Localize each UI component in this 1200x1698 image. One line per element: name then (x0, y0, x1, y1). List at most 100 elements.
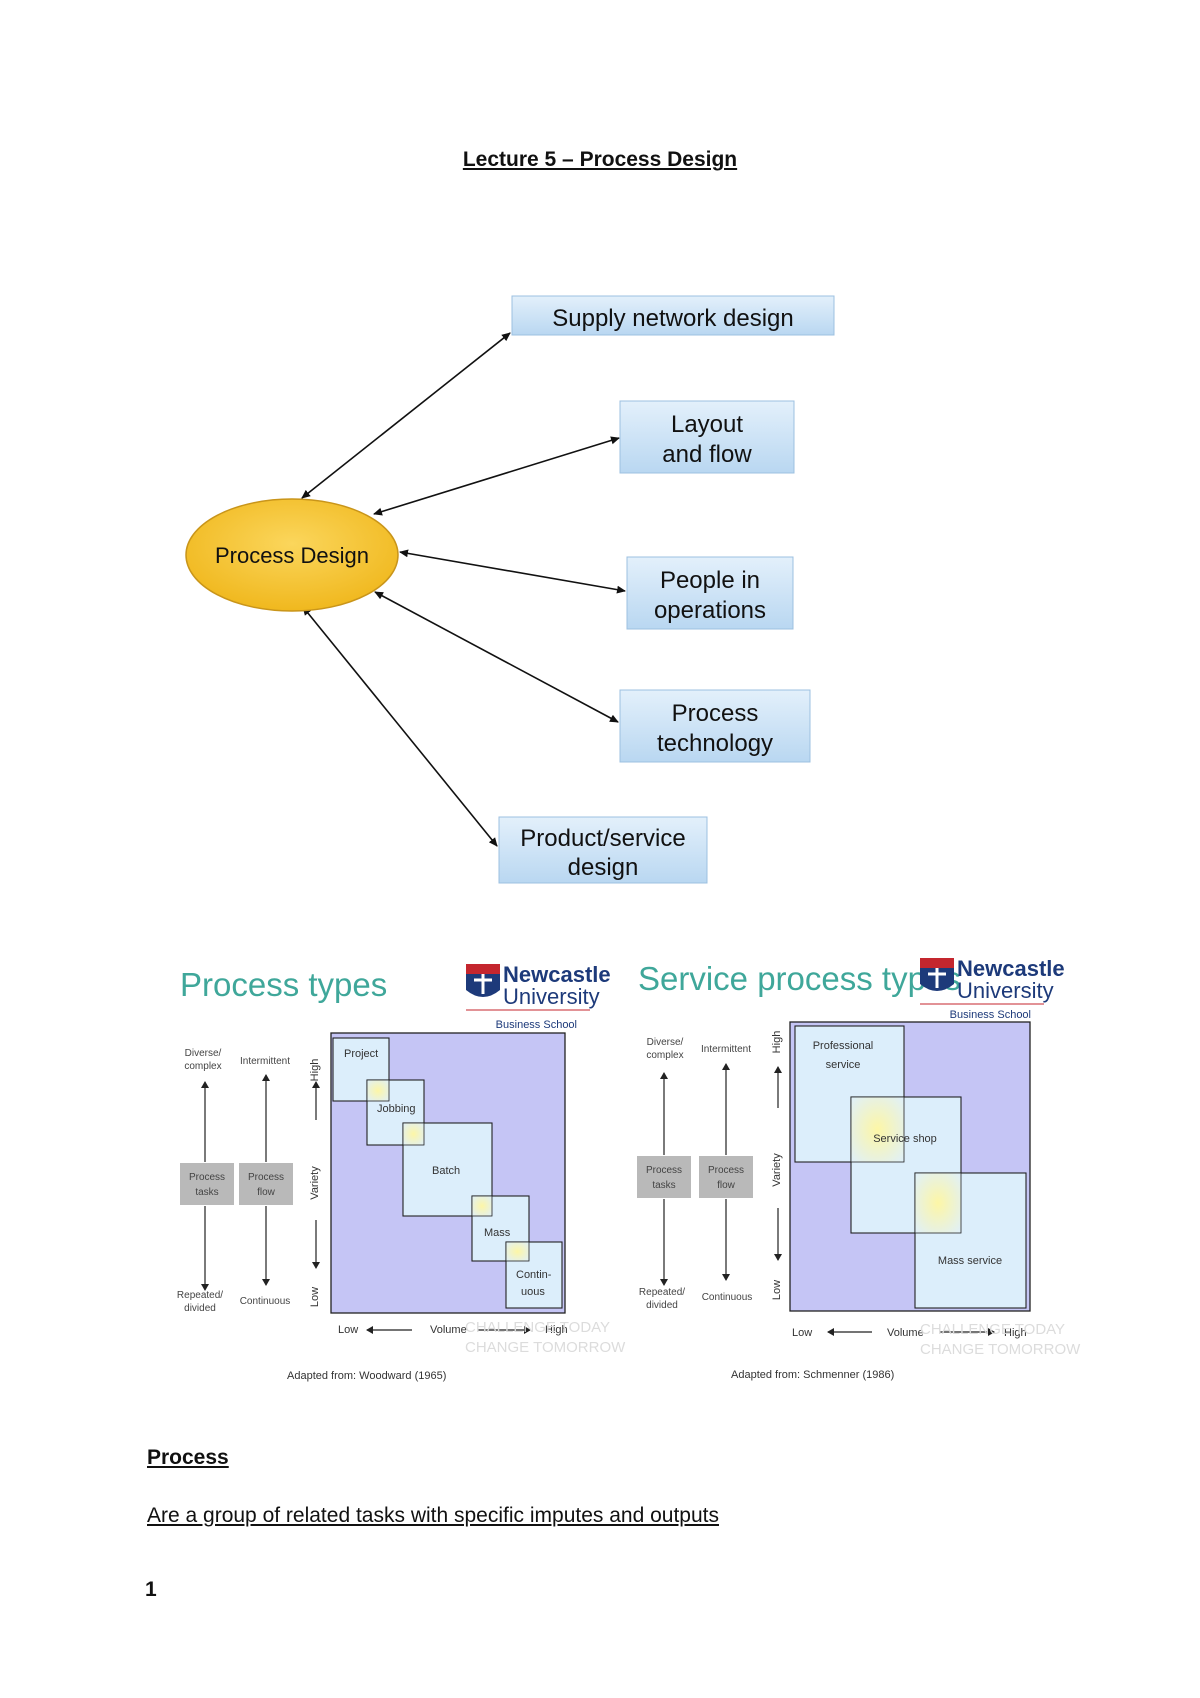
box-label-b: tasks (195, 1187, 218, 1198)
node-label-line1: Layout (671, 411, 743, 438)
label-uous: uous (521, 1286, 545, 1298)
slide-title: Process types (180, 966, 387, 1003)
slide-title: Service process types (638, 960, 961, 997)
label-divided: divided (646, 1300, 678, 1311)
process-design-ellipse (185, 498, 399, 612)
newcastle-logo: Newcastle University Business School (920, 956, 1065, 1021)
label-project: Project (344, 1048, 378, 1060)
slide-service-process-types: Service process types Newcastle Universi… (637, 956, 1081, 1381)
label-repeated: Repeated/ (177, 1290, 223, 1301)
axis-low: Low (771, 1280, 783, 1300)
watermark: CHALLENGE TODAY CHANGE TOMORROW (465, 1319, 626, 1356)
center-label: Process Design (215, 543, 369, 568)
box-label-b: flow (257, 1187, 276, 1198)
node-label: Supply network design (552, 305, 793, 332)
section-heading: Process (147, 1446, 229, 1469)
node-process-technology: Process technology (619, 689, 811, 763)
label-mass-service: Mass service (938, 1255, 1002, 1267)
label-complex: complex (646, 1050, 683, 1061)
box-label-a: Process (189, 1172, 225, 1183)
axis-low: Low (309, 1287, 321, 1307)
watermark: CHALLENGE TODAY CHANGE TOMORROW (920, 1321, 1081, 1358)
arrow-people (399, 549, 626, 594)
label-repeated: Repeated/ (639, 1287, 685, 1298)
axis-high: High (771, 1031, 783, 1054)
connector-arrows (301, 332, 626, 847)
logo-line3: Business School (496, 1019, 577, 1031)
node-layout-flow: Layout and flow (619, 400, 795, 474)
label-mass: Mass (484, 1227, 511, 1239)
newcastle-logo: Newcastle University Business School (466, 962, 611, 1031)
logo-line3: Business School (950, 1009, 1031, 1021)
label-divided: divided (184, 1303, 216, 1314)
node-label-line1: People in (660, 567, 760, 594)
node-label-line2: technology (657, 730, 773, 757)
arrow-supply (301, 332, 511, 499)
arrow-product (302, 606, 498, 847)
axis-x-low: Low (338, 1324, 358, 1336)
node-label-line2: design (568, 854, 639, 881)
process-flow-column: Intermittent Process flow Continuous (699, 1044, 753, 1303)
node-product-service: Product/service design (498, 816, 708, 884)
definition-text: Are a group of related tasks with specif… (147, 1504, 719, 1527)
watermark-line2: CHANGE TOMORROW (920, 1341, 1081, 1358)
node-label-line1: Product/service (520, 825, 685, 852)
process-tasks-column: Diverse/ complex Process tasks Repeated/… (637, 1037, 691, 1311)
axis-x-low: Low (792, 1327, 812, 1339)
axis-x-volume: Volume (887, 1327, 924, 1339)
watermark-line2: CHANGE TOMORROW (465, 1339, 626, 1356)
label-diverse: Diverse/ (647, 1037, 684, 1048)
node-supply-network: Supply network design (511, 295, 835, 336)
source-caption: Adapted from: Woodward (1965) (287, 1370, 446, 1382)
variety-axis: High Variety Low (771, 1031, 783, 1300)
label-intermittent: Intermittent (701, 1044, 751, 1055)
label-intermittent: Intermittent (240, 1056, 290, 1067)
box-label-a: Process (646, 1165, 682, 1176)
process-type-slides: Process types Newcastle University Busin… (177, 956, 1081, 1382)
node-people-operations: People in operations (626, 556, 794, 630)
axis-x-high: High (1004, 1327, 1027, 1339)
label-service: service (826, 1059, 861, 1071)
node-label-line1: Process (672, 700, 759, 727)
box-label-a: Process (248, 1172, 284, 1183)
label-professional: Professional (813, 1040, 874, 1052)
box-labels: Professional service Service shop Mass s… (813, 1040, 1002, 1267)
box-label-b: flow (717, 1180, 736, 1191)
axis-x-high: High (545, 1324, 568, 1336)
axis-variety: Variety (309, 1166, 321, 1200)
box-label-b: tasks (652, 1180, 675, 1191)
label-continuous: Continuous (702, 1292, 753, 1303)
logo-line1: Newcastle (503, 962, 611, 987)
process-flow-column: Intermittent Process flow Continuous (239, 1056, 293, 1307)
logo-line2: University (503, 984, 600, 1009)
process-design-diagram: Process Design Supply network design Lay… (185, 295, 835, 884)
label-batch: Batch (432, 1165, 460, 1177)
document-title: Lecture 5 – Process Design (462, 148, 738, 171)
label-jobbing: Jobbing (377, 1103, 416, 1115)
axis-x-volume: Volume (430, 1324, 467, 1336)
axis-variety: Variety (771, 1153, 783, 1187)
label-diverse: Diverse/ (185, 1048, 222, 1059)
label-continuous: Continuous (240, 1296, 291, 1307)
overlap-highlights (850, 1096, 962, 1234)
box-label-a: Process (708, 1165, 744, 1176)
logo-line2: University (957, 978, 1054, 1003)
variety-axis: High Variety Low (309, 1059, 321, 1307)
box-labels: Project Jobbing Batch Mass Contin- uous (344, 1048, 552, 1298)
overlap-highlights (366, 1079, 530, 1262)
node-label-line2: and flow (662, 441, 752, 468)
node-label-line2: operations (654, 597, 766, 624)
logo-line1: Newcastle (957, 956, 1065, 981)
label-service-shop: Service shop (873, 1133, 937, 1145)
axis-high: High (309, 1059, 321, 1082)
volume-axis: Low Volume High (338, 1324, 568, 1336)
arrow-technology (374, 591, 619, 723)
watermark-line1: CHALLENGE TODAY (465, 1319, 610, 1336)
source-caption: Adapted from: Schmenner (1986) (731, 1369, 894, 1381)
process-tasks-column: Diverse/ complex Process tasks Repeated/… (177, 1048, 234, 1314)
page-number: 1 (145, 1578, 157, 1601)
process-boxes (332, 1037, 563, 1309)
volume-axis: Low Volume High (792, 1327, 1027, 1339)
label-contin: Contin- (516, 1269, 552, 1281)
